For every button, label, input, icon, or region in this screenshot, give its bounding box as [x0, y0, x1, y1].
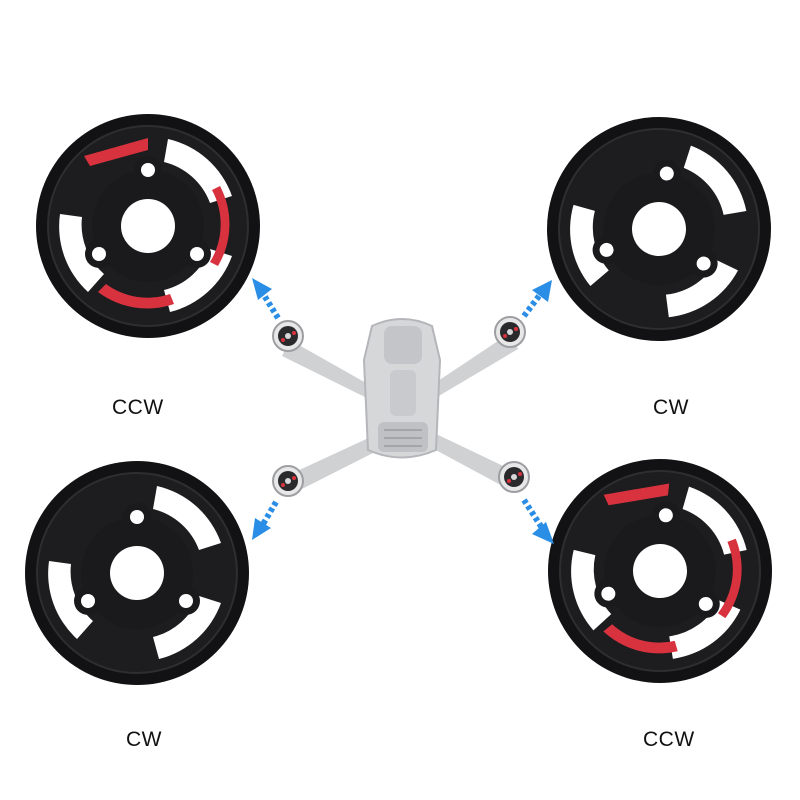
- label-top-right: CW: [653, 396, 689, 419]
- drone-icon: [272, 316, 530, 497]
- guard-top-right: [531, 101, 787, 357]
- label-top-left: CCW: [112, 396, 164, 419]
- arrow-top-right: [521, 280, 552, 318]
- label-bottom-left: CW: [126, 728, 162, 751]
- arrow-bottom-left: [252, 500, 279, 540]
- arrow-top-left: [252, 278, 281, 320]
- guard-bottom-left: [24, 460, 250, 686]
- guard-top-left: [35, 113, 261, 339]
- label-bottom-right: CCW: [643, 728, 695, 751]
- guard-bottom-right: [535, 446, 785, 696]
- arrow-bottom-right: [521, 498, 554, 544]
